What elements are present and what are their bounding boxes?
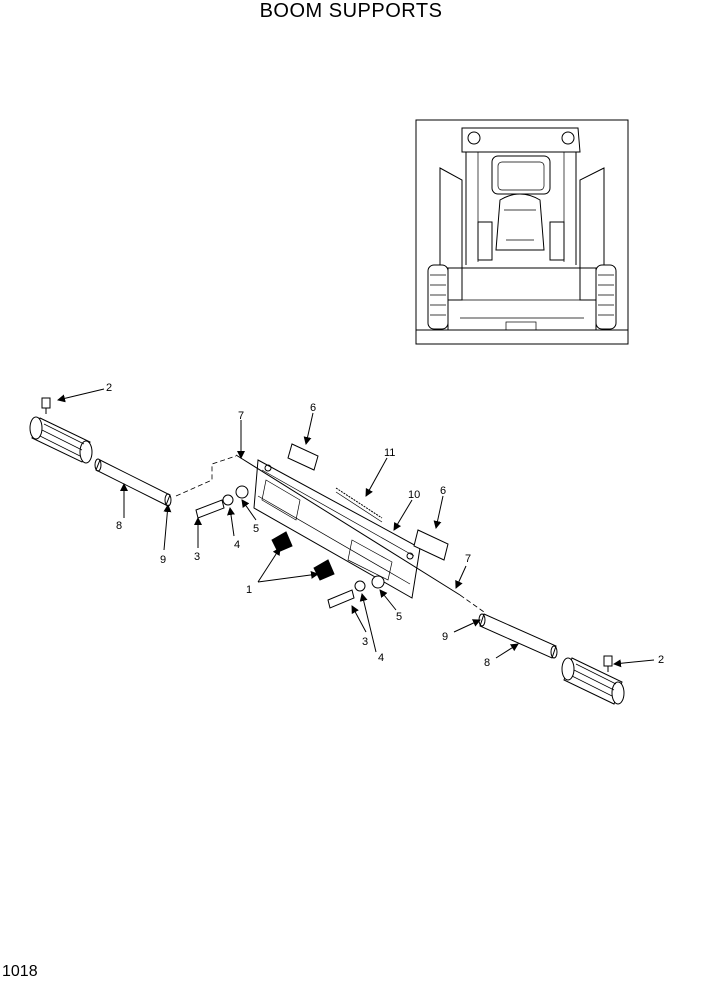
grease-fitting-left bbox=[41, 397, 51, 414]
callout-6-upper: 6 bbox=[310, 402, 316, 414]
callout-5-lower: 5 bbox=[396, 611, 402, 623]
clip-lower bbox=[413, 529, 449, 561]
callout-2-left: 2 bbox=[106, 382, 112, 394]
leader-lines bbox=[57, 388, 655, 668]
page-title: BOOM SUPPORTS bbox=[259, 0, 443, 22]
callout-10: 10 bbox=[408, 489, 420, 501]
callout-3-lower: 3 bbox=[362, 636, 368, 648]
bushing-left bbox=[29, 416, 93, 464]
pin-right bbox=[478, 613, 558, 659]
callout-4-upper: 4 bbox=[234, 539, 240, 551]
machine-inset bbox=[415, 119, 629, 345]
callout-9-left: 9 bbox=[160, 554, 166, 566]
callout-2-right: 2 bbox=[658, 654, 664, 666]
callout-11: 11 bbox=[384, 447, 395, 459]
clip-upper bbox=[287, 443, 319, 471]
stopper-lower bbox=[313, 559, 335, 581]
callout-4-lower: 4 bbox=[378, 652, 384, 664]
callout-8-left: 8 bbox=[116, 520, 122, 532]
bushing-right bbox=[561, 657, 625, 705]
callout-1: 1 bbox=[246, 584, 252, 596]
callout-3-upper: 3 bbox=[194, 551, 200, 563]
assembly-line-left bbox=[175, 455, 237, 497]
callout-7-left: 7 bbox=[238, 410, 244, 422]
assembly-line-right bbox=[459, 594, 485, 613]
support-rod bbox=[235, 454, 461, 596]
callout-9-right: 9 bbox=[442, 631, 448, 643]
callout-7-right: 7 bbox=[465, 553, 471, 565]
callout-8-right: 8 bbox=[484, 657, 490, 669]
pin-left bbox=[94, 458, 172, 507]
boom-support-bracket bbox=[253, 459, 421, 599]
spring bbox=[335, 487, 383, 523]
bolt-lower bbox=[327, 575, 385, 609]
callout-5-upper: 5 bbox=[253, 523, 259, 535]
callout-6-lower: 6 bbox=[440, 485, 446, 497]
page-number: 1018 bbox=[2, 963, 38, 980]
bolt-upper bbox=[195, 485, 249, 519]
grease-fitting-right bbox=[603, 655, 613, 672]
stopper-upper bbox=[271, 531, 293, 553]
